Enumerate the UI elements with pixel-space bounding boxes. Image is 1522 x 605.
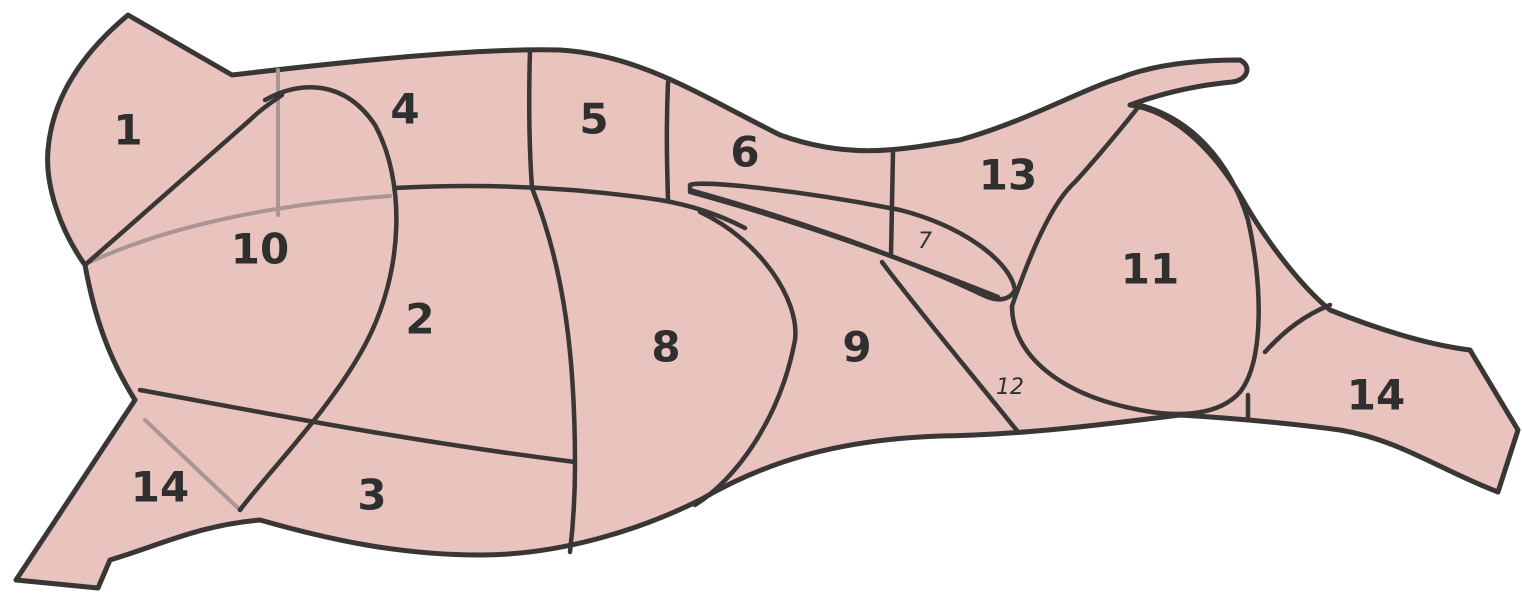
cut-label-13: 13 xyxy=(979,151,1037,200)
cut-label-14-back: 14 xyxy=(1347,371,1405,420)
cut-label-8: 8 xyxy=(651,323,680,372)
cut-label-9: 9 xyxy=(842,323,871,372)
divider-5-6 xyxy=(667,82,668,200)
carcass-silhouette xyxy=(16,15,1518,588)
divider-6-13 xyxy=(891,152,893,255)
cut-label-11: 11 xyxy=(1121,245,1179,294)
cut-label-4: 4 xyxy=(390,85,419,134)
cut-label-6: 6 xyxy=(730,128,759,177)
cut-label-3: 3 xyxy=(357,471,386,520)
cut-label-2: 2 xyxy=(405,295,434,344)
cut-label-7: 7 xyxy=(918,229,932,254)
cut-label-1: 1 xyxy=(113,106,142,155)
cut-label-10: 10 xyxy=(231,225,289,274)
cut-label-5: 5 xyxy=(579,95,608,144)
cut-label-12: 12 xyxy=(996,375,1024,400)
cut-label-14-front: 14 xyxy=(131,463,189,512)
